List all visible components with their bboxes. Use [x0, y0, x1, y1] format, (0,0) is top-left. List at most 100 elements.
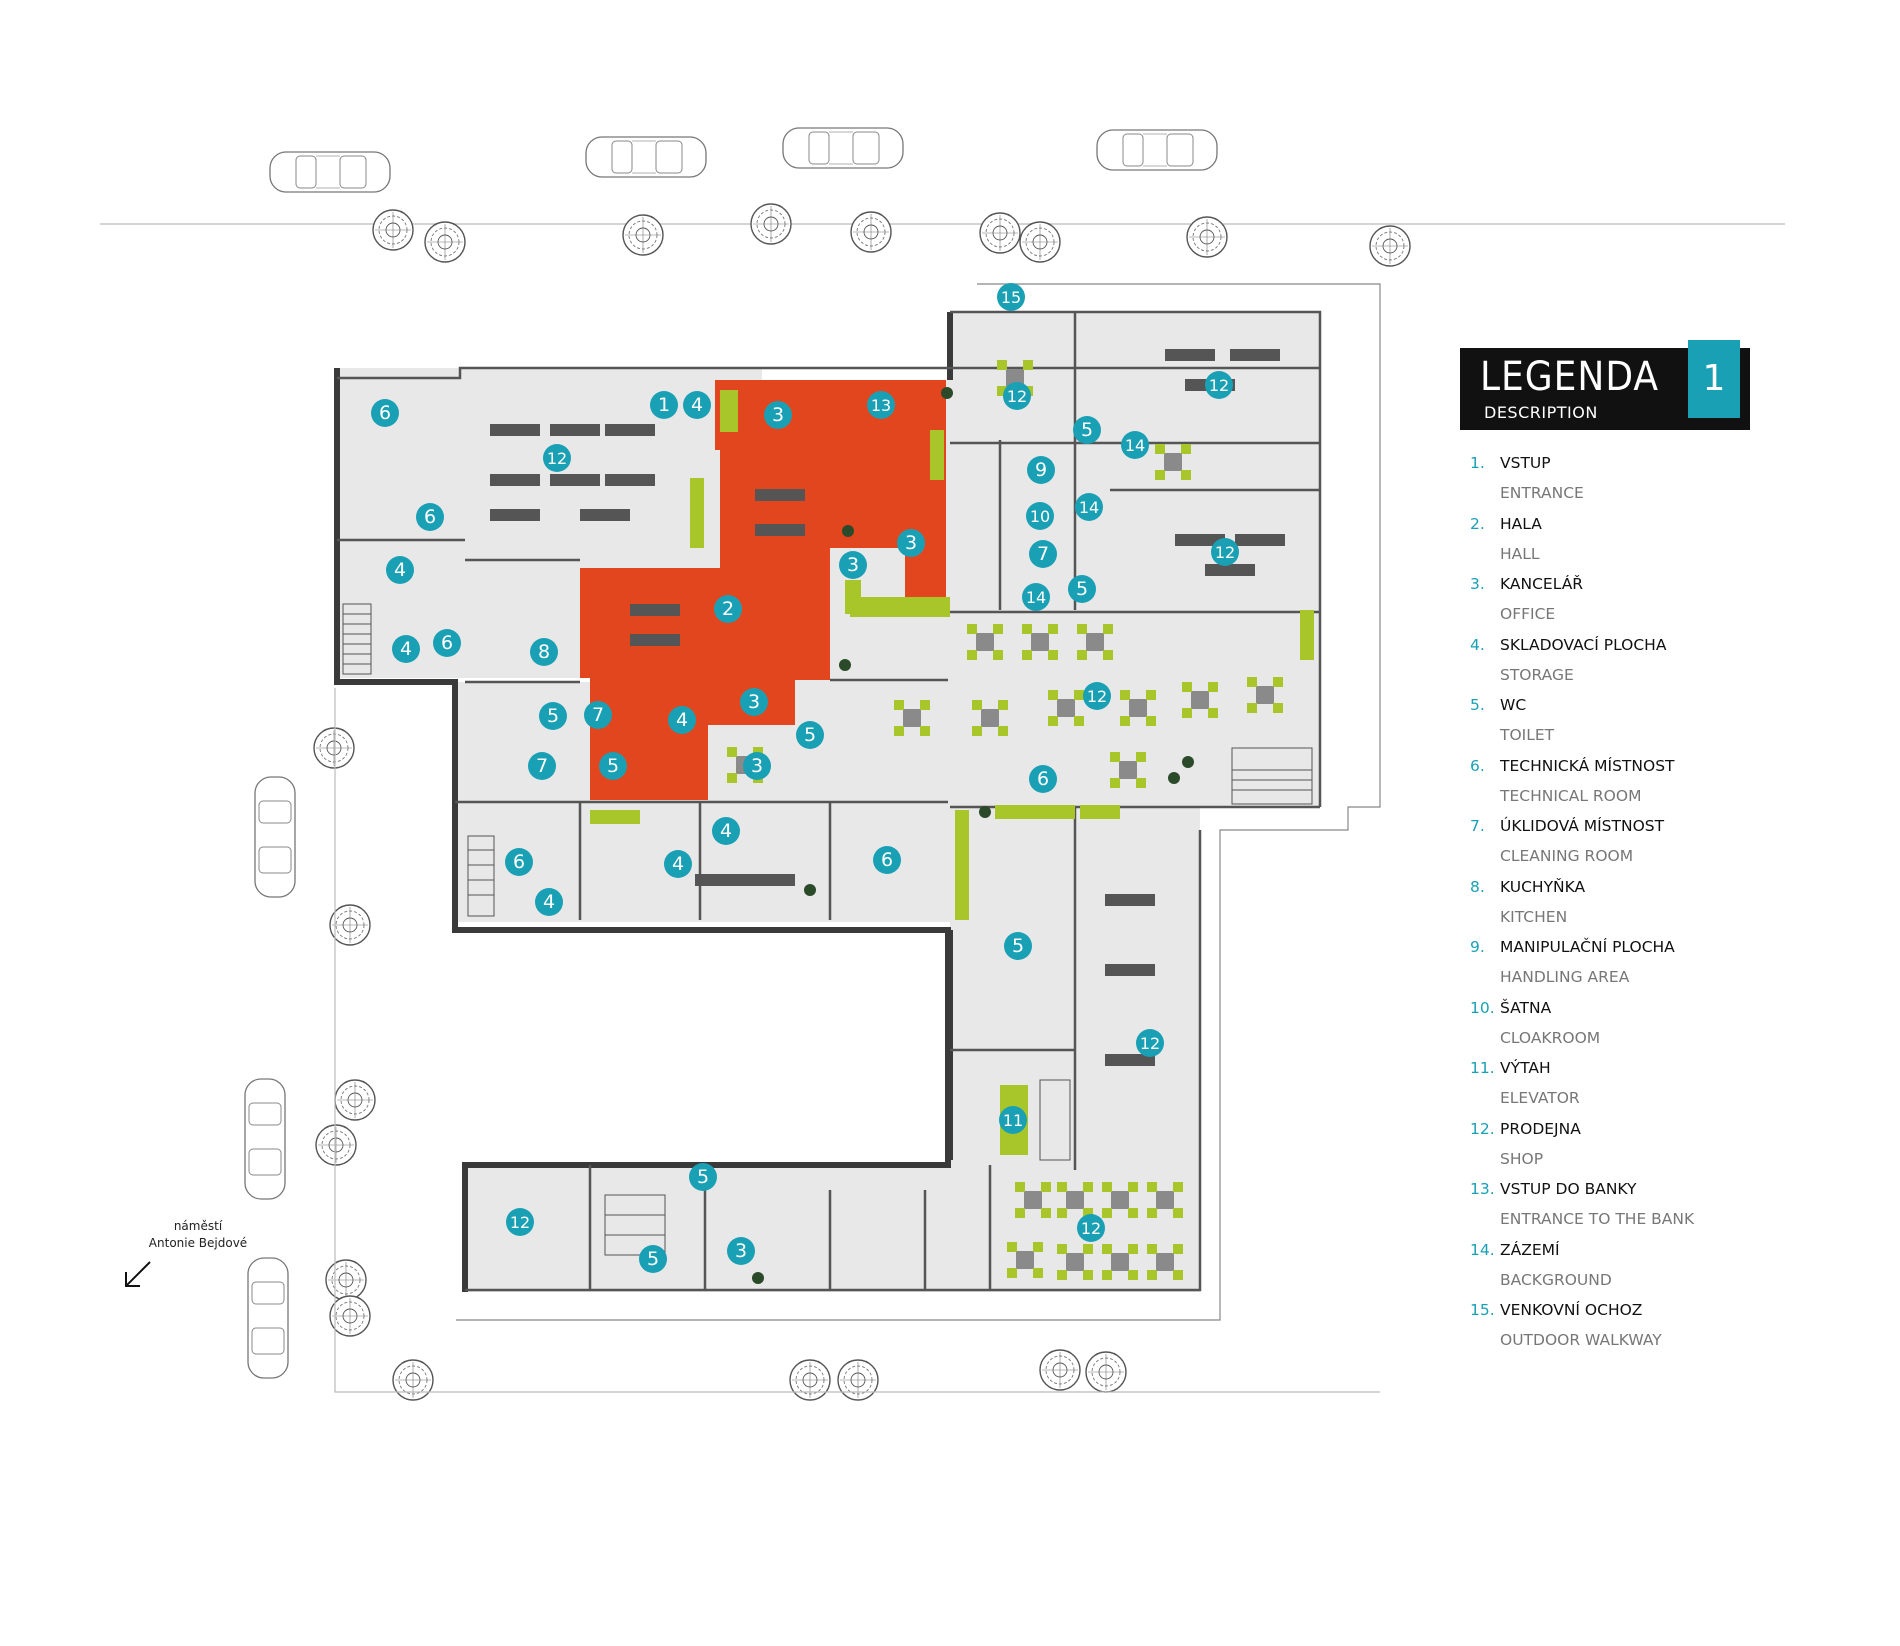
room-marker-circle [714, 595, 742, 623]
room-marker-label: 5 [697, 1166, 709, 1188]
legend-item-english: ENTRANCE [1500, 484, 1584, 502]
legend-item-english: OFFICE [1500, 605, 1556, 623]
legend-item-czech: KUCHYŇKA [1500, 877, 1586, 896]
room-marker-label: 6 [881, 849, 893, 871]
room-marker-label: 5 [547, 705, 559, 727]
room-marker-circle [867, 391, 895, 419]
legend-item-english: CLEANING ROOM [1500, 847, 1634, 865]
legend-item-czech: MANIPULAČNÍ PLOCHA [1500, 938, 1675, 956]
room-marker-circle [528, 752, 556, 780]
room-marker: 4 [683, 391, 711, 419]
legend-item-czech: PRODEJNA [1500, 1119, 1581, 1138]
room-marker-circle [664, 850, 692, 878]
room-marker-circle [543, 444, 571, 472]
legend-sheet-number: 1 [1688, 340, 1740, 418]
legend-item-czech: ZÁZEMÍ [1500, 1240, 1560, 1259]
room-marker-label: 4 [400, 638, 412, 660]
legend-item-number: 5. [1470, 696, 1485, 714]
room-marker: 5 [796, 721, 824, 749]
room-marker-circle [1004, 932, 1032, 960]
room-marker-circle [539, 702, 567, 730]
legend-item-czech: SKLADOVACÍ PLOCHA [1500, 635, 1667, 654]
legend-item-czech: TECHNICKÁ MÍSTNOST [1500, 756, 1675, 775]
legend-item-english: CLOAKROOM [1500, 1028, 1601, 1047]
legend-item-number: 7. [1470, 817, 1485, 835]
legend-item-czech: ŠATNA [1500, 998, 1552, 1017]
room-marker-label: 14 [1026, 588, 1046, 607]
room-marker: 12 [543, 444, 571, 472]
room-marker: 5 [1073, 416, 1101, 444]
room-marker-label: 4 [691, 394, 703, 416]
legend-item-english: HALL [1500, 544, 1540, 563]
room-marker: 6 [433, 629, 461, 657]
legend-item-number: 15. [1470, 1301, 1495, 1319]
room-marker: 14 [1022, 583, 1050, 611]
room-marker-circle [1211, 538, 1239, 566]
room-marker-label: 1 [658, 394, 670, 416]
room-marker-label: 6 [513, 851, 525, 873]
room-marker-label: 2 [722, 598, 734, 620]
legend-item-czech: WC [1500, 696, 1527, 714]
room-marker-label: 12 [510, 1213, 530, 1232]
room-marker: 4 [712, 817, 740, 845]
legend-item: 7. ÚKLIDOVÁ MÍSTNOST CLEANING ROOM [1460, 817, 1750, 878]
room-marker: 11 [999, 1106, 1027, 1134]
room-marker-circle [839, 551, 867, 579]
room-marker: 6 [873, 846, 901, 874]
southwest-arrow-icon [125, 1261, 151, 1287]
legend-item-english: OUTDOOR WALKWAY [1500, 1331, 1662, 1349]
square-label: náměstí Antonie Bejdové [118, 1218, 278, 1252]
room-marker: 3 [897, 529, 925, 557]
legend-item-czech: ÚKLIDOVÁ MÍSTNOST [1500, 817, 1665, 835]
room-marker: 2 [714, 595, 742, 623]
room-marker: 3 [764, 401, 792, 429]
room-marker-circle [433, 629, 461, 657]
room-marker-circle [1136, 1029, 1164, 1057]
legend-item-czech: VSTUP [1500, 454, 1551, 472]
legend-item-czech: HALA [1500, 514, 1542, 533]
room-marker-circle [997, 283, 1025, 311]
legend-item-number: 12. [1470, 1119, 1495, 1138]
room-marker-label: 7 [1037, 543, 1049, 565]
room-marker-circle [1029, 765, 1057, 793]
room-marker-circle [712, 817, 740, 845]
legend-item-english: ELEVATOR [1500, 1089, 1580, 1107]
room-marker-circle [386, 556, 414, 584]
room-marker-circle [796, 721, 824, 749]
room-marker-circle [1026, 502, 1054, 530]
room-marker-label: 6 [424, 506, 436, 528]
legend-item-number: 14. [1470, 1240, 1495, 1259]
legend-item-czech: KANCELÁŘ [1500, 575, 1584, 593]
room-marker-circle [873, 846, 901, 874]
room-marker-circle [689, 1163, 717, 1191]
room-marker-label: 10 [1030, 507, 1050, 526]
room-marker: 6 [505, 848, 533, 876]
room-marker-circle [1121, 431, 1149, 459]
room-marker-label: 12 [1215, 543, 1235, 562]
room-marker: 6 [371, 399, 399, 427]
legend-subtitle: DESCRIPTION [1484, 403, 1598, 422]
legend-item-number: 10. [1470, 998, 1495, 1017]
legend-item-number: 4. [1470, 635, 1485, 654]
room-marker-label: 5 [1081, 419, 1093, 441]
room-marker: 1 [650, 391, 678, 419]
room-marker-circle [740, 688, 768, 716]
room-marker-circle [727, 1237, 755, 1265]
room-marker-label: 6 [1037, 768, 1049, 790]
legend-item-english: BACKGROUND [1500, 1270, 1612, 1289]
room-marker-label: 14 [1125, 436, 1145, 455]
room-marker-label: 6 [379, 402, 391, 424]
room-marker: 5 [1004, 932, 1032, 960]
room-marker: 4 [668, 706, 696, 734]
room-marker-circle [1003, 382, 1031, 410]
room-marker-label: 3 [772, 404, 784, 426]
room-marker: 5 [1068, 575, 1096, 603]
room-marker: 5 [639, 1245, 667, 1273]
room-marker: 12 [506, 1208, 534, 1236]
